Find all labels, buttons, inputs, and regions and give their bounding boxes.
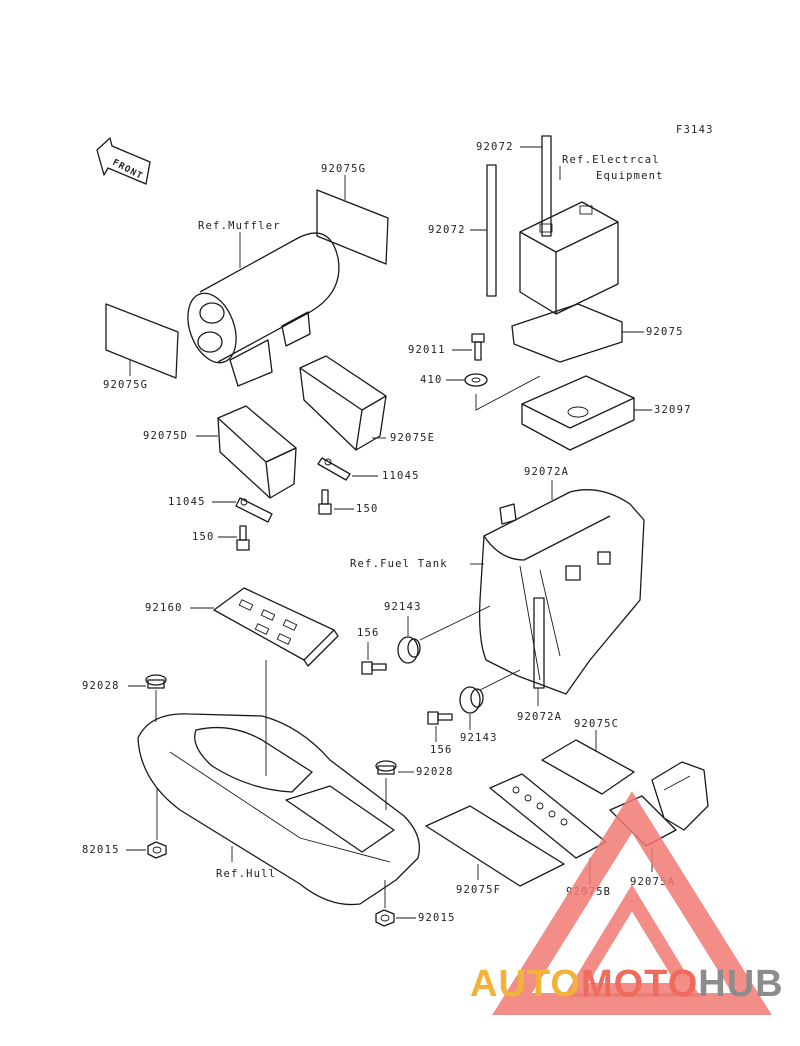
label-92072a-bottom: 92072A [517, 711, 562, 723]
label-ref-fuel-tank: Ref.Fuel Tank [350, 558, 448, 570]
part-92015-nut [375, 880, 416, 927]
part-92075g-top [316, 175, 389, 265]
label-150-right: 150 [356, 503, 379, 515]
label-92072a-top: 92072A [524, 466, 569, 478]
label-92075c: 92075C [574, 718, 619, 730]
svg-text:AUTOMOTOHUB: AUTOMOTOHUB [470, 963, 784, 1005]
label-92075g-left: 92075G [103, 379, 148, 391]
part-92072-strap-top [520, 135, 552, 237]
diagram-code: F3143 [676, 124, 714, 136]
part-92143-grommet-top [397, 605, 491, 664]
part-92072a-strap [533, 597, 545, 706]
label-92015: 92015 [418, 912, 456, 924]
label-150-left: 150 [192, 531, 215, 543]
part-92075d-bracket [196, 405, 297, 499]
part-92075e-bracket [299, 355, 387, 451]
label-92075f: 92075F [456, 884, 501, 896]
part-92028-plug-left [128, 674, 167, 722]
part-32097-battery-case [521, 375, 652, 451]
part-150-bolt-right [318, 489, 354, 515]
part-92075-pad [511, 303, 644, 363]
part-410-washer [446, 373, 541, 411]
part-92143-grommet-bottom [459, 669, 521, 730]
label-92075d: 92075D [143, 430, 188, 442]
label-92143-top: 92143 [384, 601, 422, 613]
part-11045-clamp-left [212, 497, 273, 523]
label-11045-right: 11045 [382, 470, 420, 482]
label-ref-hull: Ref.Hull [216, 868, 276, 880]
label-ref-electrical-2: Equipment [596, 170, 664, 182]
part-92075f-pad [425, 805, 565, 887]
part-92072-strap-mid [470, 164, 497, 297]
label-92011: 92011 [408, 344, 446, 356]
label-92072-mid: 92072 [428, 224, 466, 236]
hull-reference [137, 713, 421, 906]
label-92075: 92075 [646, 326, 684, 338]
muffler-reference [187, 232, 340, 387]
watermark-auto: AUTO [470, 963, 581, 1005]
label-92075g-top: 92075G [321, 163, 366, 175]
label-92072-top: 92072 [476, 141, 514, 153]
part-92075g-left [105, 303, 179, 379]
label-92143-bottom: 92143 [460, 732, 498, 744]
label-82015: 82015 [82, 844, 120, 856]
label-92028-right: 92028 [416, 766, 454, 778]
watermark-moto: MOTO [581, 963, 698, 1005]
front-arrow-icon: FRONT [96, 137, 151, 185]
label-410: 410 [420, 374, 443, 386]
part-156-bolt-bottom [427, 711, 453, 742]
battery-reference [519, 166, 619, 315]
part-92011-bolt [452, 333, 485, 361]
front-label: FRONT [111, 158, 145, 182]
label-92028-left: 92028 [82, 680, 120, 692]
label-92160: 92160 [145, 602, 183, 614]
watermark-logo: AUTOMOTOHUB [470, 791, 784, 1015]
part-92028-plug-right [375, 760, 414, 810]
part-92160-mat [190, 587, 339, 776]
part-92075c-pad [541, 730, 635, 795]
part-92075a-bracket [651, 761, 709, 831]
part-11045-clamp-right [317, 457, 378, 481]
label-156-bottom: 156 [430, 744, 453, 756]
label-32097: 32097 [654, 404, 692, 416]
part-82015-nut [126, 788, 167, 859]
label-92075e: 92075E [390, 432, 435, 444]
label-11045-left: 11045 [168, 496, 206, 508]
label-ref-muffler: Ref.Muffler [198, 220, 281, 232]
fuel-tank-reference [470, 480, 645, 695]
part-156-bolt-top [361, 642, 387, 675]
watermark-hub: HUB [698, 963, 783, 1005]
part-150-bolt-left [218, 525, 250, 551]
label-156-top: 156 [357, 627, 380, 639]
label-ref-electrical-1: Ref.Electrcal [562, 154, 660, 166]
